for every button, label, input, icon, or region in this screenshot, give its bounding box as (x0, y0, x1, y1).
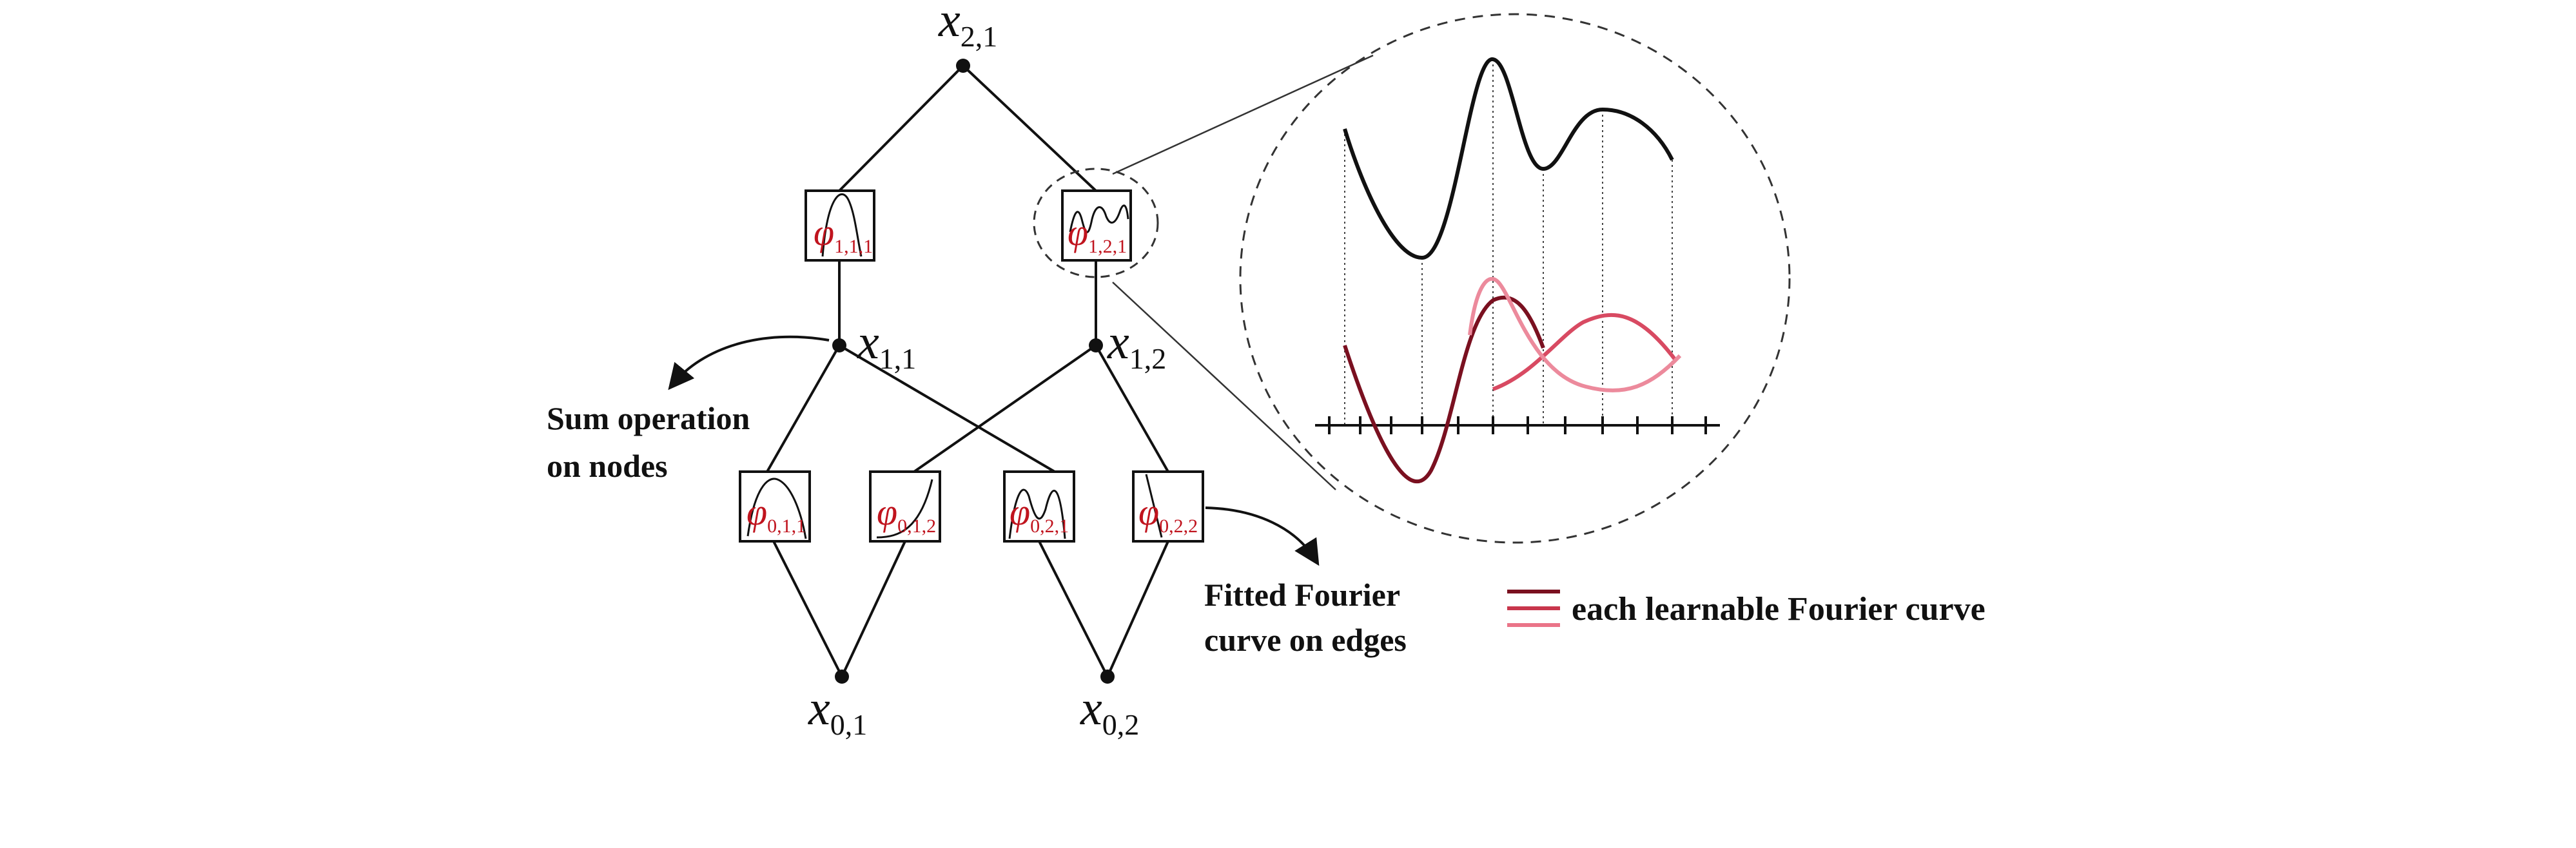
edge-label-phi111: φ1,1,1 (814, 211, 873, 257)
edge-box-phi011: φ0,1,1 (739, 470, 811, 543)
zoom-highlight-ellipse (1033, 168, 1159, 278)
legend: each learnable Fourier curve (1507, 590, 1986, 628)
node-label-x21: x2,1 (938, 0, 997, 53)
mini-curve (821, 193, 863, 257)
edge-label-phi121: φ1,2,1 (1068, 211, 1127, 257)
edge-label-phi022: φ0,2,2 (1138, 491, 1198, 537)
edge-label-phi012: φ0,1,2 (877, 491, 936, 537)
edge-line (1106, 541, 1169, 677)
fourier-curve-mid (1492, 313, 1678, 391)
edge-label-phi021: φ0,2,1 (1010, 491, 1069, 537)
fitted-annotation: Fitted Fourier curve on edges (1204, 577, 1408, 658)
zoom-panel (1239, 13, 1791, 544)
node-x11-dot (832, 338, 846, 352)
edge-label-phi011: φ0,1,1 (746, 491, 806, 537)
node-label-x11: x1,1 (857, 315, 916, 375)
node-x21-dot (956, 59, 970, 73)
node-label-x12: x1,2 (1107, 315, 1166, 375)
edge-box-phi111: φ1,1,1 (805, 189, 875, 262)
node-label-x01: x0,1 (808, 681, 867, 741)
composite-curve (1343, 57, 1674, 260)
guide-lines (1344, 59, 1673, 425)
edge-box-phi022: φ0,2,2 (1132, 470, 1204, 543)
legend-label: each learnable Fourier curve (1572, 591, 1986, 628)
edge-box-phi121: φ1,2,1 (1033, 168, 1159, 278)
node-x12-dot (1089, 338, 1103, 352)
edge-line (838, 64, 964, 192)
sum-arrow (668, 335, 830, 390)
fitted-arrow (1205, 506, 1320, 566)
edge-line (766, 345, 841, 472)
edge-line (1095, 345, 1169, 472)
zoom-circle (1239, 13, 1791, 544)
edge-line (838, 344, 1056, 473)
mini-curve (876, 479, 933, 539)
fourier-curve-dark (1343, 295, 1545, 484)
node-x02-dot (1100, 670, 1115, 684)
zoom-axis (1315, 416, 1720, 434)
node-x01-dot (835, 670, 849, 684)
node-label-x02: x0,2 (1080, 681, 1139, 741)
fourier-curve-light (1468, 276, 1682, 392)
mini-curve (1069, 204, 1129, 233)
edge-box-phi021: φ0,2,1 (1003, 470, 1075, 543)
mini-curve (1145, 474, 1163, 538)
edge-line (841, 541, 906, 677)
node-labels: x2,1 x1,1 x1,2 x0,1 x0,2 (808, 0, 1166, 741)
zoom-connector-top (1112, 54, 1374, 175)
sum-annotation: Sum operation on nodes (547, 400, 758, 484)
node-dots (832, 59, 1115, 684)
network-edges (766, 64, 1169, 677)
edge-line (913, 344, 1097, 473)
edge-line (1038, 541, 1109, 677)
mini-curve (1008, 488, 1066, 539)
zoom-connector-bottom (1112, 282, 1336, 490)
edge-box-phi012: φ0,1,2 (869, 470, 941, 543)
edge-line (962, 64, 1097, 192)
mini-curve (746, 477, 807, 539)
edge-line (772, 541, 843, 677)
